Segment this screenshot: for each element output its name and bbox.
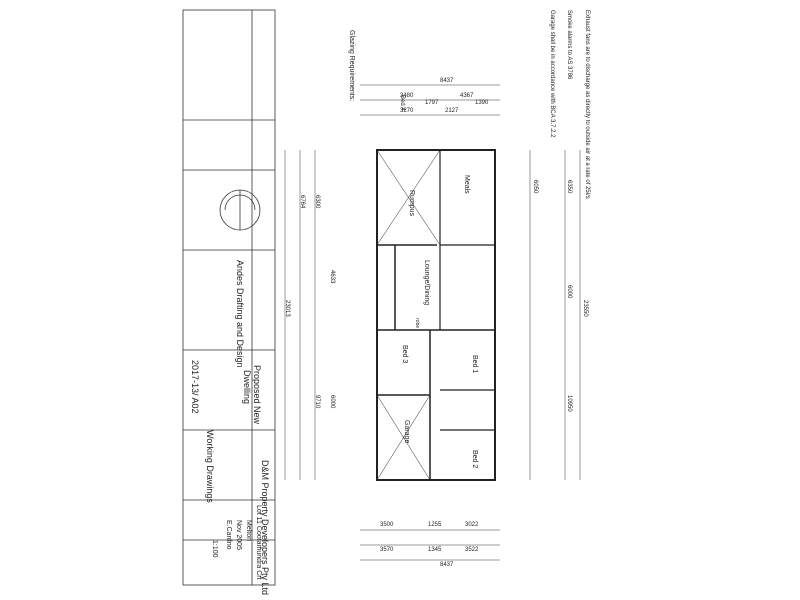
sheet-title: Working Drawings	[205, 430, 215, 503]
dim-right-a: 6350	[566, 180, 572, 194]
dim-right-d: 10950	[566, 395, 572, 412]
room-bed2: Bed 2	[471, 450, 478, 469]
company-logo	[219, 189, 261, 231]
room-meals: Meals	[463, 175, 470, 194]
project-line2: Dwelling	[242, 370, 252, 405]
garage-note: Garage shall be in accordance with BCA 3…	[549, 10, 555, 138]
dim-bottom-f: 3022	[465, 522, 479, 528]
dim-left-d: 9710	[314, 395, 320, 409]
company-name: Andes Drafting and Design	[235, 260, 245, 368]
dimension-lines	[284, 84, 581, 561]
dim-top-f: 1390	[475, 100, 489, 106]
dim-bottom-total: 8437	[440, 562, 454, 568]
dim-bottom-d: 3500	[380, 522, 394, 528]
room-rumpus: Rumpus	[408, 190, 415, 217]
room-lounge: Lounge/Dining	[423, 260, 430, 306]
address-line1: Lot 11 Cootamundra Crt	[255, 505, 262, 580]
floor-plan-walls	[376, 149, 496, 481]
dim-bottom-c: 3522	[465, 547, 479, 553]
room-bed1: Bed 1	[471, 355, 478, 374]
dim-top-total: 8437	[440, 78, 454, 84]
dim-top-b: 4367	[460, 93, 474, 99]
drawing-date: Nov 2005	[235, 520, 242, 550]
dim-right-c: 6000	[566, 285, 572, 299]
dim-top-c: 3270	[400, 108, 414, 114]
dim-right-b: 6050	[532, 180, 538, 194]
room-bed3: Bed 3	[401, 345, 408, 364]
dim-left-c: 4633	[329, 270, 335, 284]
smoke-note: Smoke alarms to AS 3786	[566, 10, 572, 80]
drawing-scale: 1:100	[211, 540, 218, 558]
room-garage: Garage	[403, 420, 410, 444]
dim-top-e: 1797	[425, 100, 439, 106]
dim-left-a: 6764	[299, 195, 305, 209]
address-line2: Melton	[245, 520, 252, 542]
dim-bottom-b: 1345	[428, 547, 442, 553]
dim-left-e: 6000	[329, 395, 335, 409]
dim-right-total: 23550	[582, 300, 588, 317]
dim-top-a: 3480	[400, 93, 414, 99]
project-line1: Proposed New	[252, 365, 262, 425]
dim-left-total: 23013	[284, 300, 290, 317]
dim-bottom-e: 1255	[428, 522, 442, 528]
glazing-heading: Glazing Requirements:	[348, 30, 355, 102]
title-block-frame	[182, 9, 276, 586]
drawing-number: 2017-13/ A02	[190, 360, 200, 414]
dim-top-d: 2127	[445, 108, 459, 114]
drawn-by: E.Cardno	[225, 520, 232, 550]
room-robe: robe	[414, 318, 420, 329]
exhaust-note: Exhaust fans are to discharge as directl…	[584, 10, 590, 199]
dim-left-b: 6300	[314, 195, 320, 209]
dim-bottom-a: 3570	[380, 547, 394, 553]
